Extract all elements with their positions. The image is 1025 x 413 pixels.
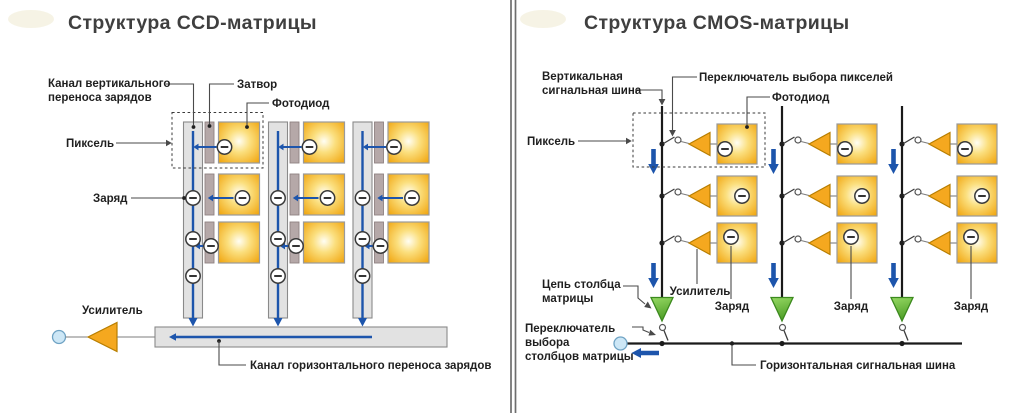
- left-arrow-icon: [631, 348, 641, 358]
- column-circuit-label: Цепь столбца: [542, 279, 621, 291]
- ccd-column-1: [184, 122, 260, 327]
- column-switch-callout: [632, 326, 650, 334]
- amplifier-label: Усилитель: [82, 305, 143, 317]
- vertical-bus-label: сигнальная шина: [542, 85, 642, 97]
- column-circuit-callout: [623, 285, 646, 305]
- pixel-label: Пиксель: [66, 138, 114, 150]
- output-amplifier: [86, 321, 118, 353]
- photodiode-label: Фотодиод: [272, 98, 330, 110]
- pixel-label: Пиксель: [527, 136, 575, 148]
- arrow-icon: [644, 301, 652, 309]
- callout-dot: [729, 341, 735, 346]
- pixel-switch-label: Переключатель выбора пикселей: [699, 72, 893, 84]
- vertical-channel-label: переноса зарядов: [48, 92, 152, 104]
- column-switch-label: выбора: [525, 337, 570, 349]
- callout-dot: [745, 125, 749, 129]
- left-arrow-icon: [169, 333, 176, 341]
- output-node: [613, 336, 628, 351]
- vertical-channel-callout: [166, 83, 195, 125]
- amplifier-label: Усилитель: [670, 286, 731, 298]
- charge-label: Заряд: [93, 193, 128, 205]
- column-circuit-label: матрицы: [542, 293, 594, 305]
- right-arrow-icon: [166, 139, 172, 147]
- callout-dot: [191, 125, 196, 129]
- callout-dot: [207, 124, 212, 128]
- right-arrow-icon: [626, 137, 632, 145]
- callout-dot: [245, 125, 249, 129]
- horizontal-bus-callout: [731, 345, 756, 366]
- ccd-column-2: [269, 122, 345, 327]
- vertical-bus-callout: [635, 89, 663, 99]
- gate-callout: [208, 83, 234, 124]
- ccd-panel: Структура CCD-матрицы Канал вертикальног…: [48, 12, 491, 372]
- cmos-panel: Структура CMOS-матрицы Вертикальная сигн…: [525, 12, 997, 372]
- column-switch-label: Переключатель: [525, 323, 615, 335]
- pixel-boundary: [632, 112, 766, 168]
- arrow-icon: [648, 329, 656, 336]
- watermark: [8, 10, 54, 28]
- photodiode-callout: [746, 96, 770, 125]
- photodiode-label: Фотодиод: [772, 92, 830, 104]
- down-arrow-icon: [669, 130, 676, 137]
- output-node: [51, 329, 67, 345]
- pixel-boundary: [171, 112, 264, 169]
- charge-label: Заряд: [954, 301, 989, 313]
- watermark: [520, 10, 566, 28]
- vertical-bus-label: Вертикальная: [542, 71, 623, 83]
- charge-label: Заряд: [834, 301, 869, 313]
- callout-dot: [182, 196, 186, 200]
- horizontal-channel-callout: [218, 341, 246, 366]
- horizontal-channel-label: Канал горизонтального переноса зарядов: [250, 360, 491, 372]
- down-arrow-icon: [658, 99, 666, 106]
- charge-label: Заряд: [715, 301, 750, 313]
- photodiode-callout: [246, 102, 269, 125]
- horizontal-bus-label: Горизонтальная сигнальная шина: [760, 360, 956, 372]
- ccd-panel-title: Структура CCD-матрицы: [68, 12, 317, 34]
- column-switch-label: столбцов матрицы: [525, 351, 634, 363]
- vertical-channel-label: Канал вертикального: [48, 78, 170, 90]
- pixel-switch-callout: [671, 76, 697, 130]
- cmos-panel-title: Структура CMOS-матрицы: [584, 12, 850, 34]
- gate-label: Затвор: [237, 79, 277, 91]
- ccd-column-3: [353, 122, 429, 327]
